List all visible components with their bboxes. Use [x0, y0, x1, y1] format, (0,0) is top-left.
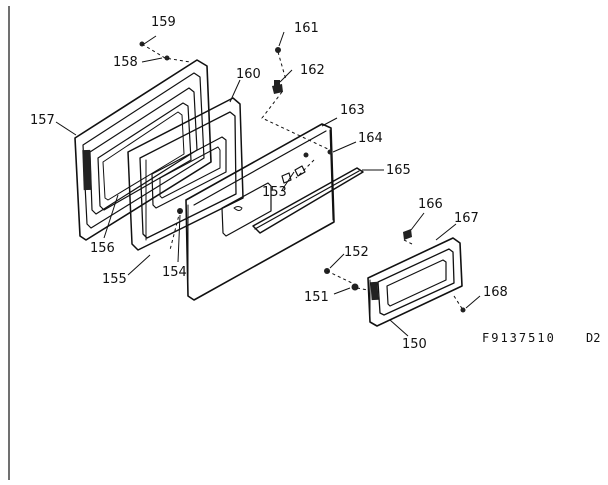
callout-165: 165	[386, 163, 411, 178]
hinge-screw-159	[139, 35, 157, 47]
window-frame	[127, 97, 244, 251]
outer-door-panel	[185, 123, 335, 301]
callout-160: 160	[236, 67, 261, 82]
callout-151: 151	[304, 290, 329, 305]
assembly-lines	[141, 43, 464, 311]
callout-150: 150	[402, 337, 427, 352]
callout-159: 159	[151, 15, 176, 30]
sheet-number: D2	[586, 331, 600, 345]
screw-151	[351, 283, 359, 291]
drawer-panel	[367, 237, 463, 327]
leader-lines	[55, 31, 481, 337]
callout-164: 164	[358, 131, 383, 146]
insulation-pad	[97, 102, 192, 211]
screw-161	[275, 47, 281, 53]
screw-153	[303, 152, 309, 158]
callout-157: 157	[30, 113, 55, 128]
door-handle	[233, 165, 364, 234]
callout-153: 153	[262, 185, 287, 200]
callout-163: 163	[340, 103, 365, 118]
screw-164	[327, 149, 333, 155]
clip-166	[403, 229, 412, 240]
callout-166: 166	[418, 197, 443, 212]
callout-168: 168	[483, 285, 508, 300]
callout-154: 154	[162, 265, 187, 280]
bracket-162	[272, 80, 283, 94]
drawing-code: F9137510	[482, 331, 556, 345]
callout-167: 167	[454, 211, 479, 226]
screw-168	[460, 307, 466, 313]
callout-156: 156	[90, 241, 115, 256]
callout-161: 161	[294, 21, 319, 36]
inner-door-liner	[74, 59, 212, 241]
callout-152: 152	[344, 245, 369, 260]
screw-158	[164, 55, 170, 61]
callout-162: 162	[300, 63, 325, 78]
callout-158: 158	[113, 55, 138, 70]
callout-labels: 157 158 159 160 161 162 163 164 165 153 …	[30, 15, 508, 352]
callout-155: 155	[102, 272, 127, 287]
